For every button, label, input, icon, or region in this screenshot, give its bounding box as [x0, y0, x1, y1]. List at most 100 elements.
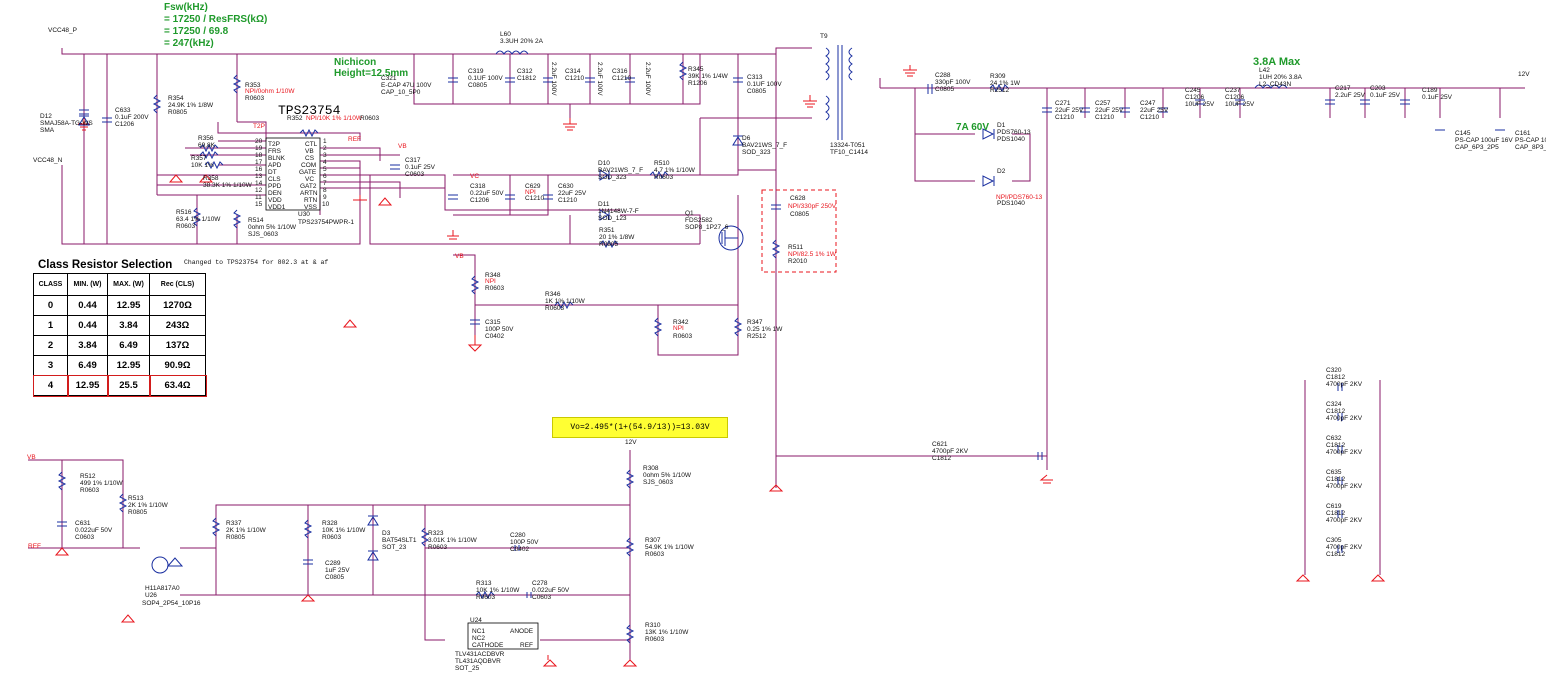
u26-ref: U26 [145, 592, 157, 599]
component-label: R0805 [168, 109, 188, 116]
u24-pin-nc1: NC1 [472, 628, 485, 635]
u30-pin-num: 20 [255, 138, 263, 145]
column-header: CLASS [33, 273, 68, 296]
net-t2p: T2P [253, 123, 265, 130]
component-label: C0805 [325, 574, 345, 581]
u30-pin-name: CTL [305, 141, 318, 148]
component-label: R0603 [485, 285, 505, 292]
u30-pin-name: PPD [268, 183, 282, 190]
table-cell: 0 [33, 295, 68, 316]
u30-pin-num: 9 [323, 194, 327, 201]
column-header: MIN. (W) [67, 273, 108, 296]
u24-pin-cathode: CATHODE [472, 642, 504, 649]
u30-pin-num: 10 [322, 201, 330, 208]
component-label: SMAJ58A-TG-WS [40, 120, 93, 127]
component-label: Q1 [685, 210, 694, 217]
component-label: BAT54SLT1 [382, 537, 417, 544]
component-label: C1210 [1055, 114, 1075, 121]
component-label: R0603 [673, 333, 693, 340]
component-label: R513 [128, 495, 144, 502]
component-label: R351 [599, 227, 615, 234]
u26-labels: H11A817A0 U26 SOP4_2P54_10P16 [142, 585, 201, 607]
component-label: CAP_8P3_2P5 [1515, 144, 1546, 151]
component-label: 24.9K 1% 1/8W [168, 102, 214, 109]
component-label: 100P 50V [485, 326, 514, 333]
fsw-line1: = 17250 / ResFRS(kΩ) [164, 14, 267, 25]
component-label: C189 [1422, 87, 1438, 94]
component-label: 330pF 100V [935, 79, 971, 86]
component-label: 1UH 20% 3.8A [1259, 74, 1303, 81]
u26-part: H11A817A0 [145, 585, 180, 592]
component-label: 4700pF 2KV [1326, 415, 1363, 422]
table-row: 1 0.44 3.84 243Ω [33, 315, 206, 336]
component-label: 0.022uF 50V [532, 587, 570, 594]
component-label: C247 [1140, 100, 1156, 107]
component-label: C1210 [525, 195, 545, 202]
component-label: C319 [468, 68, 484, 75]
component-label: R0603 [360, 115, 380, 122]
table-cell: 137Ω [149, 335, 206, 356]
net-ref-2: REF [28, 543, 41, 550]
u30-pin-name: VC [305, 176, 314, 183]
table-cell: 4 [32, 374, 69, 397]
component-label: C1812 [1326, 510, 1346, 517]
component-label: 0.25 1% 1W [747, 326, 783, 333]
annotation-group: Fsw(kHz) = 17250 / ResFRS(kΩ) = 17250 / … [164, 2, 1301, 266]
u30-pin-name: VDD1 [268, 204, 286, 211]
u30-pin-num: 15 [255, 201, 263, 208]
u30-pin-name: ARTN [300, 190, 318, 197]
component-label: R345 [688, 66, 704, 73]
u30-pin-name: VSS [304, 204, 318, 211]
u24-pin-ref: REF [520, 642, 533, 649]
u30-pin-num: 4 [323, 159, 327, 166]
net-12v: 12V [1518, 71, 1530, 78]
component-label: NPI/PDS760-13 [996, 194, 1043, 201]
component-label: 10K 1% 1/10W [476, 587, 520, 594]
u30-pin-name: CS [305, 155, 315, 162]
component-label: C1812 [932, 455, 952, 462]
u30-pin-num: 16 [255, 166, 263, 173]
component-label: C0805 [935, 86, 955, 93]
component-label: NPI/82.5 1% 1W [788, 251, 837, 258]
u30-pin-num: 5 [323, 166, 327, 173]
component-label: C0603 [75, 534, 95, 541]
component-label: PDS1040 [997, 200, 1025, 207]
component-label: R516 [176, 209, 192, 216]
table-cell: 6.49 [107, 335, 150, 356]
component-label: 0.22uF 50V [470, 190, 504, 197]
component-label: SOD_323 [598, 174, 627, 181]
table-row: 2 3.84 6.49 137Ω [33, 335, 206, 356]
table-cell: 3.84 [107, 315, 150, 336]
component-label: R346 [545, 291, 561, 298]
component-label: 22uF 25V [1055, 107, 1084, 114]
table-cell: 0.44 [67, 295, 108, 316]
component-label: R347 [747, 319, 763, 326]
u30-pin-name: FRS [268, 148, 282, 155]
component-label: C0402 [485, 333, 505, 340]
component-label: R342 [673, 319, 689, 326]
component-label: R512 [80, 473, 96, 480]
component-label: C1206 [1185, 94, 1205, 101]
component-label: 2.2uF 100V [550, 62, 557, 96]
component-label: R0805 [128, 509, 148, 516]
class-resistor-table: CLASS MIN. (W) MAX. (W) Rec (CLS) 0 0.44… [32, 273, 207, 397]
component-label: SOD_123 [598, 215, 627, 222]
component-label: 2K 1% 1/10W [128, 502, 169, 509]
table-cell: 243Ω [149, 315, 206, 336]
component-label: R2512 [990, 87, 1010, 94]
component-label: 0.1uF 25V [1422, 94, 1453, 101]
component-label: NPI [525, 189, 536, 196]
component-label: NPI/0ohm 1/10W [245, 88, 295, 95]
changed-note: Changed to TPS23754 for 802.3 at & af [184, 259, 328, 266]
table-cell: 2 [33, 335, 68, 356]
u30-ref: U30 [298, 211, 310, 218]
component-label: R308 [643, 465, 659, 472]
u30-pin-num: 2 [323, 145, 327, 152]
current-rating-label: 3.8A Max [1253, 56, 1301, 68]
component-label: SMA [40, 127, 55, 134]
component-label: C217 [1335, 85, 1351, 92]
component-label: 4.7 1% 1/10W [654, 167, 696, 174]
component-label: C1812 [1326, 374, 1346, 381]
